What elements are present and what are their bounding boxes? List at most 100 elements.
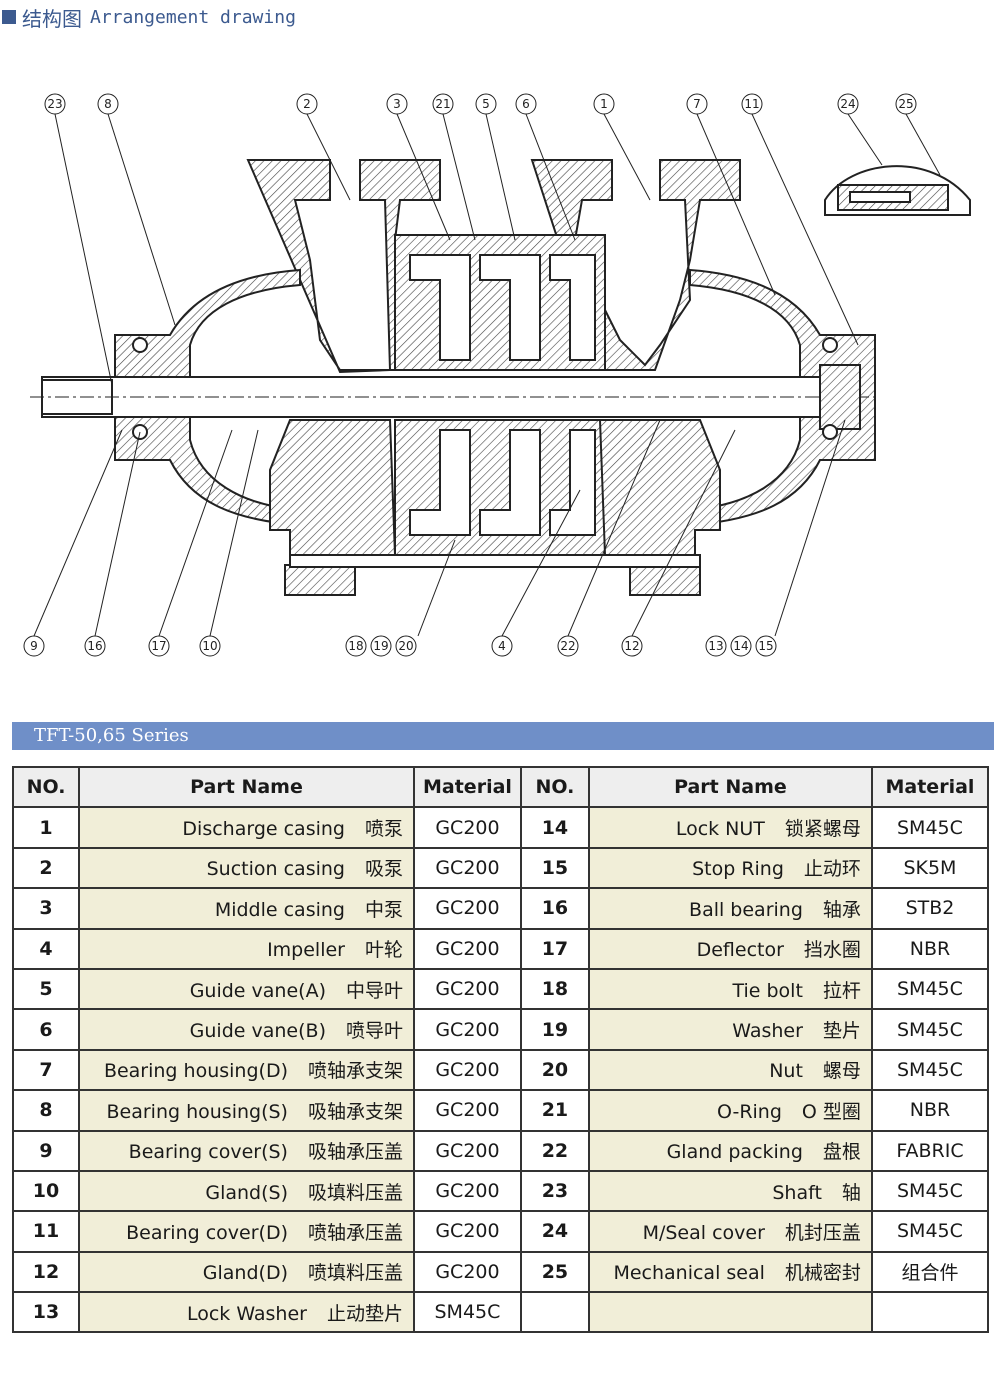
- part-material: NBR: [870, 1089, 990, 1132]
- callout-18-label: 18: [348, 639, 363, 653]
- callout-22-label: 22: [560, 639, 575, 653]
- part-name-en: Lock NUT: [675, 818, 765, 841]
- header-material-right: Material: [870, 765, 990, 809]
- part-material: SM45C: [413, 1291, 522, 1334]
- part-number: 22: [519, 1129, 590, 1172]
- part-number: 12: [12, 1250, 80, 1294]
- part-name-en: Bearing housing(D): [103, 1060, 288, 1083]
- part-name-en: Bearing housing(S): [106, 1100, 288, 1123]
- part-name-en: Suction casing: [206, 858, 345, 881]
- part-material: GC200: [413, 927, 522, 970]
- part-name-cell: Bearing housing(S) 吸轴承支架: [78, 1089, 415, 1132]
- part-name-en: Lock Washer: [186, 1302, 307, 1325]
- part-material: GC200: [413, 1008, 522, 1051]
- part-number: 17: [519, 927, 590, 970]
- part-material: GC200: [413, 887, 522, 930]
- part-material: SM45C: [870, 1169, 990, 1213]
- part-name-cell: Lock Washer 止动垫片: [78, 1291, 415, 1334]
- part-name-en: Gland(S): [205, 1181, 288, 1204]
- part-material: SM45C: [870, 806, 990, 849]
- part-name-cell: Shaft 轴: [587, 1169, 873, 1213]
- part-name-en: Guide vane(B): [189, 1020, 326, 1043]
- part-name-en: Shaft: [772, 1181, 822, 1204]
- part-name-en: Tie bolt: [732, 979, 803, 1002]
- callout-13-14-15: 13 14 15: [705, 419, 846, 657]
- callout-8-label: 8: [104, 97, 112, 111]
- callout-9: 9: [23, 429, 123, 657]
- part-name-cell: Guide vane(A)中导叶: [78, 967, 415, 1011]
- part-material: STB2: [870, 887, 990, 930]
- part-number: 20: [519, 1048, 590, 1092]
- series-label: TFT-50,65 Series: [12, 722, 994, 750]
- part-name-cell: Gland(D) 喷填料压盖: [78, 1250, 415, 1294]
- callout-4-label: 4: [498, 639, 506, 653]
- part-number: 24: [519, 1210, 590, 1253]
- callout-8: 8: [97, 93, 176, 326]
- header-part-name-right: Part Name: [587, 765, 873, 809]
- seal-detail-inset: [824, 165, 971, 216]
- part-material: GC200: [413, 1210, 522, 1253]
- part-name-en: Gland(D): [202, 1262, 288, 1285]
- callout-6-label: 6: [522, 97, 530, 111]
- part-material: GC200: [413, 1048, 522, 1092]
- page-header: 结构图 Arrangement drawing: [0, 4, 296, 31]
- part-material: [870, 1291, 990, 1334]
- callout-9-label: 9: [30, 639, 38, 653]
- part-name-cell: Guide vane(B)喷导叶: [78, 1008, 415, 1051]
- part-name-en: Guide vane(A): [189, 979, 326, 1002]
- part-name-cn: 喷填料压盖: [307, 1262, 403, 1285]
- callout-25: 25: [895, 93, 941, 176]
- callout-10: 10: [199, 429, 259, 657]
- part-number: 14: [519, 806, 590, 849]
- part-name-en: Washer: [732, 1020, 803, 1043]
- part-material: SM45C: [870, 1048, 990, 1092]
- part-number: [519, 1291, 590, 1334]
- callout-10-label: 10: [202, 639, 217, 653]
- part-name-en: Bearing cover(S): [128, 1141, 288, 1164]
- part-name-cn: 吸填料压盖: [307, 1181, 403, 1204]
- part-number: 8: [12, 1089, 80, 1132]
- part-number: 23: [519, 1169, 590, 1213]
- part-name-cn: 喷泵: [364, 818, 403, 841]
- callout-14-label: 14: [733, 639, 748, 653]
- part-name-cn: 止动垫片: [326, 1302, 403, 1325]
- part-name-cn: 止动环: [803, 858, 861, 881]
- part-name-cn: 拉杆: [822, 979, 861, 1002]
- part-name-cn: 吸轴承压盖: [307, 1141, 403, 1164]
- part-material: GC200: [413, 967, 522, 1011]
- part-name-cn: 喷轴承压盖: [307, 1221, 403, 1244]
- part-material: GC200: [413, 1169, 522, 1213]
- part-number: 2: [12, 846, 80, 890]
- arrangement-drawing: 23 8 2 3 21 5 6 1 7 11 24 25 9 16 17 10 …: [23, 93, 971, 657]
- part-material: SM45C: [870, 1210, 990, 1253]
- part-name-en: Mechanical seal: [613, 1262, 765, 1285]
- part-name-cn: 轴: [841, 1181, 861, 1204]
- callout-17: 17: [148, 429, 233, 657]
- part-name-cell: Bearing cover(S) 吸轴承压盖: [78, 1129, 415, 1172]
- callout-24-label: 24: [840, 97, 855, 111]
- part-number: 15: [519, 846, 590, 890]
- part-name-cn: 吸轴承支架: [307, 1100, 403, 1123]
- callout-25-label: 25: [898, 97, 913, 111]
- callout-19-label: 19: [373, 639, 388, 653]
- callout-12: 12: [621, 429, 736, 657]
- part-number: 6: [12, 1008, 80, 1051]
- header-title-en: Arrangement drawing: [90, 6, 296, 28]
- header-part-name-left: Part Name: [78, 765, 415, 809]
- part-material: GC200: [413, 806, 522, 849]
- callout-11: 11: [741, 93, 859, 346]
- part-name-cn: O 型圈: [801, 1100, 861, 1123]
